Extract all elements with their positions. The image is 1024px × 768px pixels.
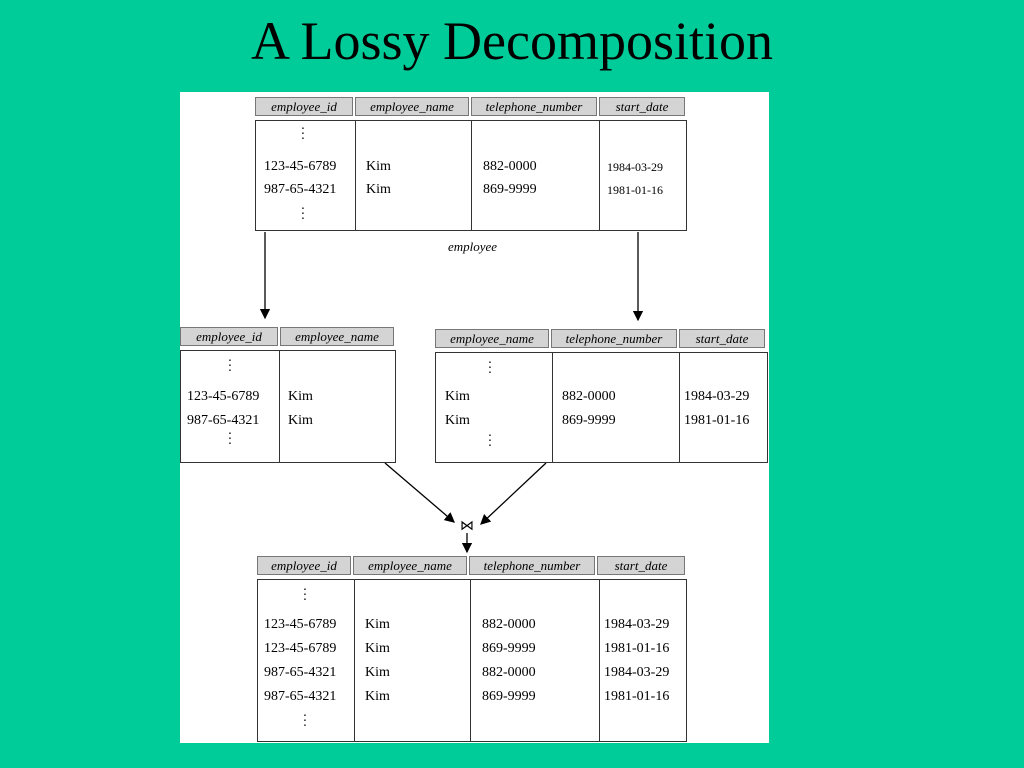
- cell: 1984-03-29: [604, 665, 670, 680]
- decomposition-figure: ⋈ employee_id employee_name telephone_nu…: [180, 92, 769, 743]
- cell: Kim: [288, 413, 313, 428]
- cell: 882-0000: [562, 389, 616, 404]
- cell: 869-9999: [482, 689, 536, 704]
- column-header: employee_id: [257, 556, 351, 575]
- cell: 882-0000: [482, 665, 536, 680]
- cell: 987-65-4321: [264, 665, 337, 680]
- ellipsis: ···: [302, 709, 308, 734]
- left-relation: employee_id employee_name ··· 123-45-678…: [180, 327, 396, 463]
- cell: 869-9999: [482, 641, 536, 656]
- right-relation: employee_name telephone_number start_dat…: [435, 329, 768, 463]
- cell: Kim: [445, 389, 470, 404]
- result-relation: employee_id employee_name telephone_numb…: [257, 556, 687, 742]
- cell: 123-45-6789: [187, 389, 260, 404]
- cell: 1981-01-16: [604, 641, 670, 656]
- column-header: start_date: [599, 97, 685, 116]
- cell: Kim: [365, 665, 390, 680]
- column-header: employee_name: [355, 97, 469, 116]
- ellipsis: ···: [302, 583, 308, 608]
- cell: 869-9999: [562, 413, 616, 428]
- column-header: telephone_number: [551, 329, 677, 348]
- result-body: ··· 123-45-6789 Kim 882-0000 1984-03-29 …: [257, 579, 687, 742]
- cell: Kim: [366, 159, 391, 174]
- cell: 987-65-4321: [264, 689, 337, 704]
- cell: 987-65-4321: [264, 182, 337, 197]
- cell: 123-45-6789: [264, 159, 337, 174]
- left-header: employee_id employee_name: [180, 327, 394, 346]
- employee-header: employee_id employee_name telephone_numb…: [255, 97, 685, 116]
- cell: Kim: [365, 689, 390, 704]
- left-body: ··· 123-45-6789 Kim 987-65-4321 Kim ···: [180, 350, 396, 463]
- ellipsis: ···: [487, 429, 493, 454]
- arrow-right-to-join: [480, 462, 547, 525]
- join-symbol: ⋈: [460, 519, 474, 534]
- employee-body: ··· 123-45-6789 Kim 882-0000 1984-03-29 …: [255, 120, 687, 231]
- result-header: employee_id employee_name telephone_numb…: [257, 556, 685, 575]
- cell: 1981-01-16: [607, 183, 663, 197]
- ellipsis: ···: [227, 427, 233, 452]
- column-header: telephone_number: [469, 556, 595, 575]
- cell: 1984-03-29: [684, 389, 750, 404]
- cell: 882-0000: [483, 159, 537, 174]
- cell: 882-0000: [482, 617, 536, 632]
- cell: 1984-03-29: [607, 160, 663, 174]
- column-header: start_date: [679, 329, 765, 348]
- column-header: telephone_number: [471, 97, 597, 116]
- cell: 1981-01-16: [604, 689, 670, 704]
- column-header: employee_name: [280, 327, 394, 346]
- cell: Kim: [365, 641, 390, 656]
- cell: 1984-03-29: [604, 617, 670, 632]
- cell: 1981-01-16: [684, 413, 750, 428]
- right-body: ··· Kim 882-0000 1984-03-29 Kim 869-9999…: [435, 352, 768, 463]
- cell: 123-45-6789: [264, 617, 337, 632]
- right-header: employee_name telephone_number start_dat…: [435, 329, 765, 348]
- arrows: [259, 232, 644, 554]
- cell: Kim: [366, 182, 391, 197]
- ellipsis: ···: [300, 122, 306, 147]
- employee-caption: employee: [448, 239, 498, 254]
- arrow-left-to-join: [384, 462, 455, 523]
- cell: Kim: [445, 413, 470, 428]
- column-header: employee_id: [180, 327, 278, 346]
- cell: Kim: [288, 389, 313, 404]
- cell: 987-65-4321: [187, 413, 260, 428]
- column-header: start_date: [597, 556, 685, 575]
- employee-relation: employee_id employee_name telephone_numb…: [255, 97, 687, 231]
- column-header: employee_name: [353, 556, 467, 575]
- ellipsis: ···: [227, 354, 233, 379]
- slide-title: A Lossy Decomposition: [251, 11, 773, 71]
- cell: 869-9999: [483, 182, 537, 197]
- cell: 123-45-6789: [264, 641, 337, 656]
- ellipsis: ···: [300, 202, 306, 227]
- column-header: employee_name: [435, 329, 549, 348]
- column-header: employee_id: [255, 97, 353, 116]
- ellipsis: ···: [487, 356, 493, 381]
- cell: Kim: [365, 617, 390, 632]
